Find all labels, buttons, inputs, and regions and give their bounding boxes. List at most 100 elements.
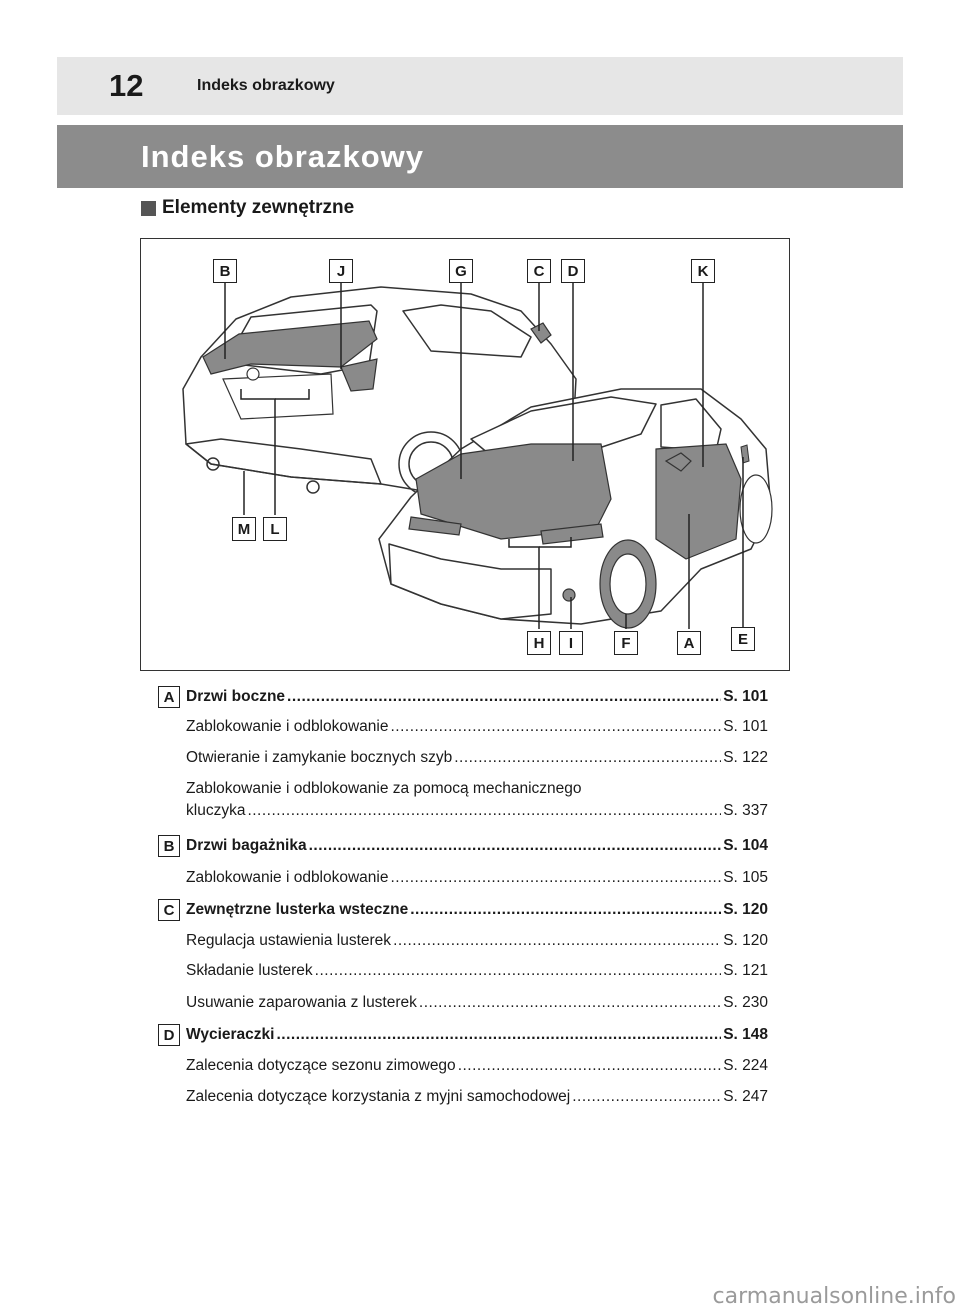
rear-bumper — [185, 438, 382, 485]
callout-A: A — [677, 631, 701, 655]
leader-dots: ........................................… — [314, 962, 722, 979]
entry-label: Regulacja ustawienia lusterek — [186, 932, 392, 949]
leader-dots: ........................................… — [276, 1026, 722, 1043]
rear-spoiler — [202, 320, 378, 375]
index-entry-main[interactable]: Drzwi boczne ...........................… — [186, 688, 768, 706]
index-entry-main[interactable]: Zewnętrzne lusterka wsteczne ...........… — [186, 901, 768, 919]
leader-dots: ........................................… — [457, 1057, 722, 1074]
tailgate-panel — [222, 373, 334, 420]
leader-dots: ........................................… — [247, 802, 721, 819]
entry-label: Składanie lusterek — [186, 962, 313, 979]
page-ref: S. 122 — [723, 749, 768, 766]
watermark: carmanualsonline.info — [712, 1284, 956, 1309]
rear-exhaust-left — [206, 457, 220, 471]
page-ref: S. 337 — [723, 802, 768, 819]
leader-dots: ........................................… — [390, 718, 722, 735]
fog-lamp — [562, 588, 576, 602]
section-heading-text: Elementy zewnętrzne — [162, 197, 355, 218]
index-entry[interactable]: Zablokowanie i odblokowanie ............… — [186, 718, 768, 736]
index-entry[interactable]: Otwieranie i zamykanie bocznych szyb ...… — [186, 749, 768, 767]
entry-label: Zalecenia dotyczące korzystania z myjni … — [186, 1088, 571, 1105]
callout-B: B — [213, 259, 237, 283]
entry-label-line1: Zablokowanie i odblokowanie za pomocą me… — [186, 780, 582, 797]
rear-tire — [739, 474, 773, 544]
leader-dots: ........................................… — [287, 688, 721, 705]
letter-box-C: C — [158, 899, 180, 921]
running-title: Indeks obrazkowy — [197, 77, 335, 94]
index-entry[interactable]: Regulacja ustawienia lusterek ..........… — [186, 932, 768, 950]
leader-dots: ........................................… — [393, 932, 721, 949]
callout-J: J — [329, 259, 353, 283]
callout-I: I — [559, 631, 583, 655]
page-ref: S. 101 — [723, 688, 768, 705]
index-entry[interactable]: Zablokowanie i odblokowanie ............… — [186, 869, 768, 887]
letter-box-D: D — [158, 1024, 180, 1046]
page-number: 12 — [109, 68, 144, 103]
rear-lamp — [340, 358, 378, 392]
entry-label: Wycieraczki — [186, 1026, 275, 1043]
side-mirror-front — [664, 452, 692, 472]
index-entry[interactable]: kluczyka ...............................… — [186, 802, 768, 820]
entry-label: Zablokowanie i odblokowanie — [186, 718, 389, 735]
entry-label: Zablokowanie i odblokowanie — [186, 869, 389, 886]
running-header: 12 Indeks obrazkowy — [57, 57, 903, 115]
entry-label: kluczyka — [186, 802, 246, 819]
index-entry[interactable]: Zalecenia dotyczące sezonu zimowego ....… — [186, 1057, 768, 1075]
front-grille — [388, 543, 552, 620]
rear-side-window — [402, 304, 532, 358]
callout-F: F — [614, 631, 638, 655]
square-bullet-icon — [141, 200, 156, 216]
index-entry[interactable]: Składanie lusterek .....................… — [186, 962, 768, 980]
page-ref: S. 101 — [723, 718, 768, 735]
index-entry[interactable]: Zalecenia dotyczące korzystania z myjni … — [186, 1088, 768, 1106]
entry-label: Zewnętrzne lusterka wsteczne — [186, 901, 409, 918]
callout-C: C — [527, 259, 551, 283]
leader-dots: ........................................… — [418, 994, 722, 1011]
page-ref: S. 120 — [723, 901, 768, 918]
page-ref: S. 120 — [723, 932, 768, 949]
callout-M: M — [232, 517, 256, 541]
rear-emblem — [246, 367, 260, 381]
section-heading: Elementy zewnętrzne — [141, 197, 354, 219]
leader-dots: ........................................… — [308, 837, 722, 854]
leader-H2 — [539, 537, 572, 548]
leader-H — [508, 539, 540, 629]
page-ref: S. 247 — [723, 1088, 768, 1105]
index-entry-main[interactable]: Drzwi bagażnika ........................… — [186, 837, 768, 855]
letter-box-A: A — [158, 686, 180, 708]
chapter-title-band: Indeks obrazkowy — [57, 125, 903, 188]
letter-box-B: B — [158, 835, 180, 857]
leader-dots: ........................................… — [410, 901, 722, 918]
side-door — [655, 443, 742, 560]
rear-exhaust-right — [306, 480, 320, 494]
entry-label: Drzwi boczne — [186, 688, 286, 705]
entry-label: Zalecenia dotyczące sezonu zimowego — [186, 1057, 456, 1074]
callout-D: D — [561, 259, 585, 283]
index-entry-main[interactable]: Wycieraczki ............................… — [186, 1026, 768, 1044]
page-ref: S. 104 — [723, 837, 768, 854]
headlamp-right — [540, 523, 604, 545]
callout-H: H — [527, 631, 551, 655]
side-window — [660, 398, 722, 452]
leader-dots: ........................................… — [572, 1088, 722, 1105]
page-ref: S. 121 — [723, 962, 768, 979]
entry-label: Otwieranie i zamykanie bocznych szyb — [186, 749, 453, 766]
page-ref: S. 105 — [723, 869, 768, 886]
callout-E: E — [731, 627, 755, 651]
leader-dots: ........................................… — [454, 749, 721, 766]
exterior-illustration: B J G C D K M L H I F A E — [140, 238, 790, 671]
page-ref: S. 224 — [723, 1057, 768, 1074]
headlamp-left — [408, 516, 462, 536]
index-entry[interactable]: Usuwanie zaparowania z lusterek ........… — [186, 994, 768, 1012]
entry-label: Drzwi bagażnika — [186, 837, 307, 854]
car-drawing — [182, 281, 773, 629]
callout-L: L — [263, 517, 287, 541]
leader-L — [240, 389, 276, 515]
chapter-title: Indeks obrazkowy — [141, 138, 425, 174]
page-ref: S. 230 — [723, 994, 768, 1011]
callout-G: G — [449, 259, 473, 283]
leader-dots: ........................................… — [390, 869, 722, 886]
entry-label: Usuwanie zaparowania z lusterek — [186, 994, 417, 1011]
leader-L2 — [275, 389, 310, 400]
page-ref: S. 148 — [723, 1026, 768, 1043]
